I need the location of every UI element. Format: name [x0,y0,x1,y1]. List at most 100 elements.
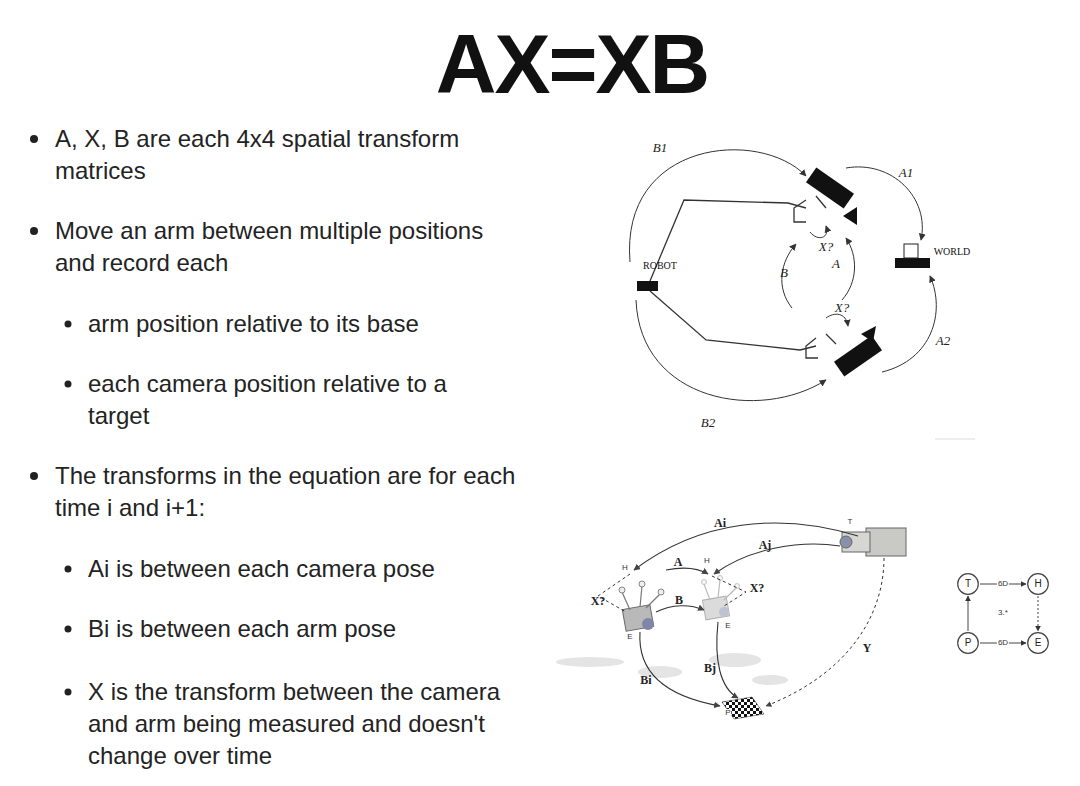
bullet-text: A, X, B are each 4x4 spatial transform m… [55,123,525,187]
frame-label: P [724,709,731,717]
camera-body [861,326,876,342]
transform-label: B [780,266,788,279]
node-text: T [965,579,971,589]
robot-base [637,281,658,291]
bullet-text: Bi is between each arm pose [88,613,508,645]
tracked-device [622,605,653,632]
circle-outline [958,574,979,595]
node-text: E [1035,638,1042,648]
tracked-device [640,586,642,607]
bullet-text: each camera position relative to a targe… [88,368,508,432]
bullet-dot [30,135,38,143]
bullet-dot [30,227,38,235]
bullet-dot [65,321,72,328]
camera-body [806,167,882,376]
edge-label: 6D [997,580,1009,588]
transform-label: A1 [899,166,913,179]
dashed-transform [712,576,746,606]
tracker-camera [866,528,906,556]
transform-arrow [826,314,848,326]
transform-arrow [629,150,806,262]
transform-label: X? [835,301,849,314]
tracked-device [622,592,630,610]
transform-label: X? [591,595,606,607]
transform-arrow [634,523,858,570]
bullet-dot [65,626,72,633]
tracker-camera [840,536,852,548]
frame-circle: E [1027,632,1049,654]
transform-arrow [882,276,936,372]
robot-base-label: ROBOT [642,261,678,272]
tracked-device [704,584,710,600]
transform-label: Bj [704,662,716,674]
world-label: WORLD [933,247,972,258]
transform-label: A [832,257,840,270]
tracked-device [619,581,664,595]
frame-label: H [621,564,629,572]
world-symbol [895,244,930,268]
tracked-device [619,581,664,631]
frame-circle: H [1027,573,1049,595]
transform-label: B1 [653,141,667,154]
frame-label: E [626,633,633,641]
checkerboard [722,697,764,719]
robot-arm [650,291,816,350]
dashed-transform [598,558,884,706]
tracked-device [642,618,654,630]
node-text: WORLD [934,247,971,257]
tracked-device [718,580,720,598]
graph-note: 3.* [997,609,1009,617]
tracked-device [619,587,625,593]
transform-arrow [717,622,738,698]
tracked-device [658,589,664,595]
frame-label: E [724,622,731,630]
transform-arrow [810,226,827,238]
circle-outline [1028,574,1049,595]
circle-outline [958,633,979,654]
bullet-dot [65,381,72,388]
transform-arrow [629,150,936,401]
transform-label: X? [750,582,765,594]
transform-arrow [714,544,840,574]
bullet-dot [65,566,72,573]
transform-label: X? [819,240,833,253]
edge-label: 6D [997,639,1009,647]
tracked-device [702,576,740,620]
tracked-device [639,581,645,587]
transform-label: A [674,556,683,568]
transform-label: Bi [640,674,651,686]
tracked-device [646,594,660,608]
transform-arrow [634,523,858,706]
tracker-camera [840,528,906,556]
frame-circle: T [957,573,979,595]
node-text: P [965,638,972,648]
world-symbol [895,258,930,268]
transform-arrow [640,632,720,706]
transform-label: B [675,594,683,606]
bullet-text: Ai is between each camera pose [88,553,508,585]
world-symbol [904,244,918,258]
tracked-device [702,580,707,585]
gripper [794,196,826,222]
camera-body [834,335,882,376]
transform-label: Aj [759,539,772,551]
circle-outline [1028,633,1049,654]
tracked-device [719,607,729,617]
frame-label: H [703,557,711,565]
camera-body [806,167,854,208]
robot-base [637,281,658,291]
transform-arrow [656,606,704,612]
frame-label: T [847,518,854,526]
transform-arrow [842,238,855,300]
gripper [806,334,836,358]
frame-circle: P [957,632,979,654]
tracked-device [622,586,660,610]
transform-arrow [666,568,708,574]
gripper [794,196,836,358]
tracked-device [735,584,740,589]
bullet-text: Move an arm between multiple positions a… [55,215,525,279]
node-text: ROBOT [643,261,677,271]
bullet-text: arm position relative to its base [88,308,508,340]
transform-arrow [636,300,826,401]
